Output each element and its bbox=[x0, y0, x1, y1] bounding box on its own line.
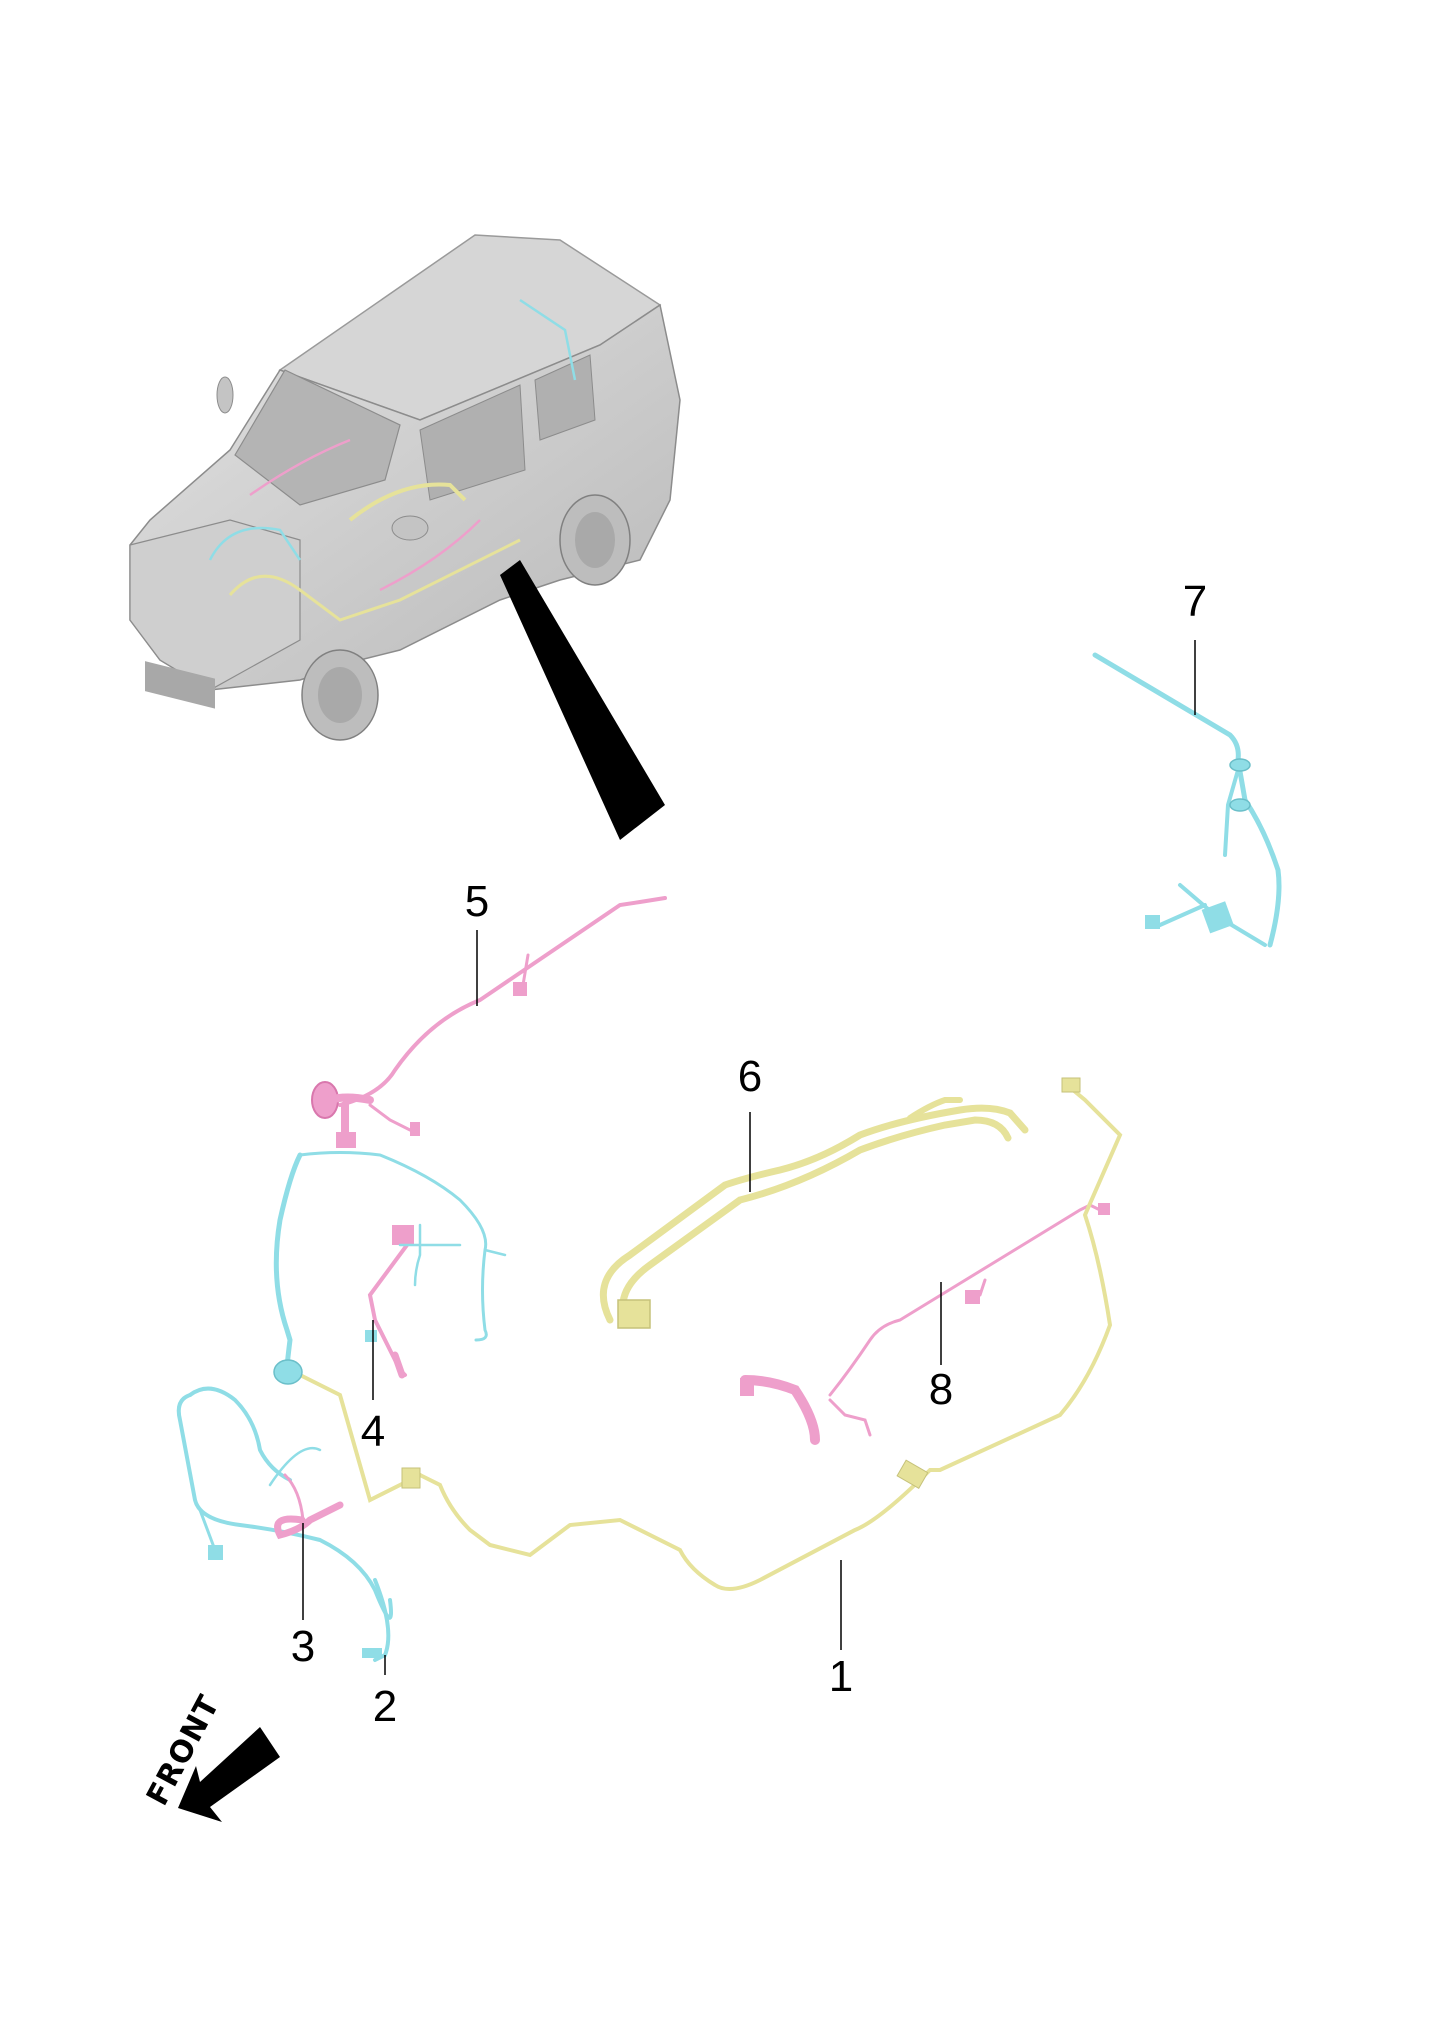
callout-5[interactable]: 5 bbox=[464, 877, 490, 926]
harness-1[interactable] bbox=[278, 1077, 1123, 1591]
callout-lines bbox=[302, 640, 1196, 1675]
zoom-pointer bbox=[500, 560, 665, 840]
harness-7[interactable] bbox=[1092, 652, 1282, 948]
harness-8[interactable] bbox=[740, 1203, 1110, 1445]
callout-7[interactable]: 7 bbox=[1182, 577, 1208, 626]
harness-6[interactable] bbox=[599, 1097, 1029, 1329]
harness-5[interactable] bbox=[311, 896, 667, 1148]
callout-1[interactable]: 1 bbox=[828, 1652, 854, 1701]
harness-4[interactable] bbox=[367, 1225, 414, 1379]
callout-4[interactable]: 4 bbox=[360, 1407, 386, 1456]
front-arrow-icon bbox=[178, 1727, 280, 1822]
callout-3[interactable]: 3 bbox=[290, 1622, 316, 1671]
harness-3[interactable] bbox=[274, 1473, 344, 1540]
callout-6[interactable]: 6 bbox=[737, 1052, 763, 1101]
callout-8[interactable]: 8 bbox=[928, 1365, 954, 1414]
overview-vehicle bbox=[129, 234, 681, 741]
callout-2[interactable]: 2 bbox=[372, 1682, 398, 1731]
